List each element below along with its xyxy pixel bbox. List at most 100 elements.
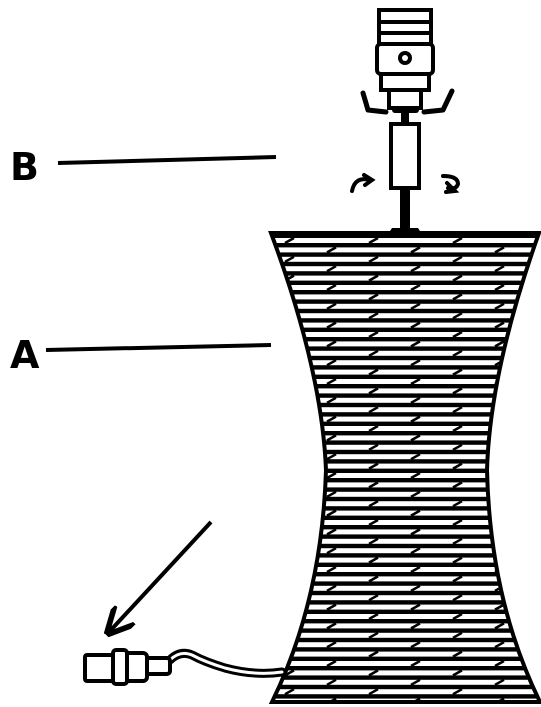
label-a: A xyxy=(10,333,40,377)
texture-tick xyxy=(368,688,379,696)
texture-band xyxy=(271,341,540,347)
texture-tick xyxy=(536,518,540,527)
texture-tick xyxy=(284,236,295,245)
texture-band xyxy=(271,388,540,394)
texture-band xyxy=(271,238,540,243)
texture-tick xyxy=(452,518,463,527)
texture-tick xyxy=(536,368,540,376)
texture-tick xyxy=(536,274,540,282)
texture-tick xyxy=(368,387,379,395)
texture-band xyxy=(271,266,540,272)
texture-tick xyxy=(536,462,540,470)
texture-tick xyxy=(452,669,463,677)
texture-tick xyxy=(410,528,421,536)
texture-band xyxy=(271,520,540,525)
texture-band xyxy=(271,557,540,563)
texture-band xyxy=(271,285,540,290)
texture-tick xyxy=(326,246,337,254)
texture-tick xyxy=(452,330,463,339)
texture-tick xyxy=(494,678,505,686)
texture-band xyxy=(271,482,540,488)
texture-band xyxy=(271,313,540,319)
texture-tick xyxy=(494,528,505,536)
texture-tick xyxy=(452,387,463,395)
hourglass-lamp-base-icon xyxy=(268,231,541,704)
texture-tick xyxy=(326,396,337,404)
texture-tick xyxy=(284,556,295,564)
texture-tick xyxy=(536,537,540,545)
texture-band xyxy=(271,407,540,413)
callout-line-a xyxy=(45,343,272,352)
texture-tick xyxy=(368,462,379,470)
texture-band xyxy=(271,670,540,676)
texture-tick xyxy=(410,396,421,404)
texture-tick xyxy=(452,481,463,489)
texture-tick xyxy=(326,340,337,348)
texture-tick xyxy=(410,377,421,386)
texture-tick xyxy=(284,349,295,357)
texture-tick xyxy=(368,575,379,583)
texture-tick xyxy=(284,688,295,696)
texture-tick xyxy=(536,255,540,263)
texture-tick xyxy=(284,575,295,583)
texture-tick xyxy=(284,255,295,263)
rotation-marks xyxy=(350,173,461,194)
texture-tick xyxy=(410,622,421,630)
texture-tick xyxy=(368,556,379,564)
texture-band xyxy=(271,332,540,337)
texture-tick xyxy=(284,424,295,433)
texture-tick xyxy=(410,659,421,668)
texture-tick xyxy=(368,424,379,433)
texture-band xyxy=(271,529,540,535)
texture-tick xyxy=(284,518,295,527)
texture-tick xyxy=(494,340,505,348)
texture-tick xyxy=(494,415,505,423)
texture-band xyxy=(271,585,540,591)
texture-tick xyxy=(368,330,379,339)
texture-tick xyxy=(452,349,463,357)
texture-tick xyxy=(368,612,379,621)
texture-tick xyxy=(452,293,463,301)
texture-tick xyxy=(494,396,505,404)
texture-tick xyxy=(284,594,295,602)
texture-band xyxy=(271,435,540,441)
texture-tick xyxy=(368,236,379,245)
texture-tick xyxy=(536,330,540,339)
texture-band xyxy=(271,679,540,685)
texture-band xyxy=(271,247,540,253)
texture-tick xyxy=(368,481,379,489)
texture-tick xyxy=(326,283,337,292)
texture-tick xyxy=(326,565,337,574)
texture-tick xyxy=(452,443,463,451)
texture-tick xyxy=(536,500,540,508)
texture-tick xyxy=(368,349,379,357)
texture-tick xyxy=(326,377,337,386)
texture-tick xyxy=(326,453,337,461)
texture-tick xyxy=(368,518,379,527)
texture-tick xyxy=(452,236,463,245)
texture-band xyxy=(271,651,540,657)
texture-tick xyxy=(368,500,379,508)
texture-tick xyxy=(536,443,540,451)
texture-tick xyxy=(410,340,421,348)
texture-tick xyxy=(536,556,540,564)
texture-tick xyxy=(452,631,463,639)
texture-tick xyxy=(410,547,421,555)
texture-tick xyxy=(536,406,540,414)
texture-tick xyxy=(368,274,379,282)
texture-tick xyxy=(410,603,421,611)
texture-band xyxy=(271,576,540,582)
texture-tick xyxy=(326,584,337,592)
texture-tick xyxy=(326,359,337,367)
texture-band xyxy=(271,360,540,366)
texture-tick xyxy=(410,641,421,649)
texture-tick xyxy=(410,565,421,574)
texture-tick xyxy=(326,265,337,273)
texture-tick xyxy=(410,283,421,292)
texture-tick xyxy=(326,641,337,649)
texture-tick xyxy=(452,255,463,263)
texture-tick xyxy=(452,575,463,583)
texture-tick xyxy=(452,406,463,414)
texture-tick xyxy=(410,246,421,254)
texture-tick xyxy=(452,650,463,658)
